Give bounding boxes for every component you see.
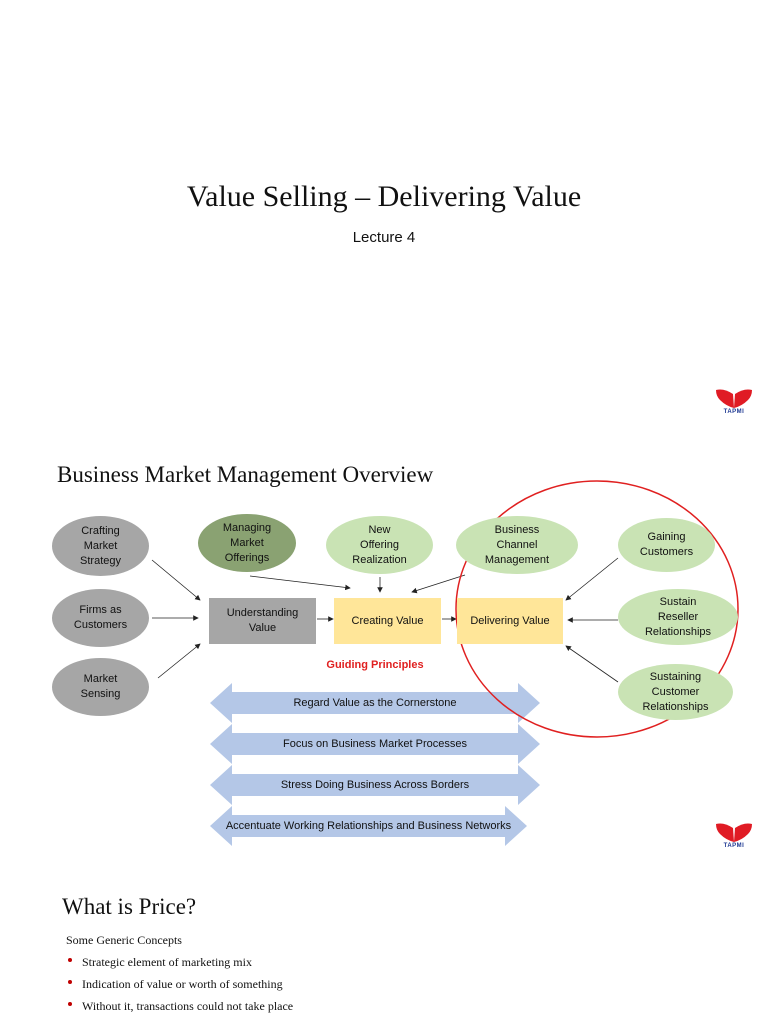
- tapmi-logo: TAPMI: [714, 388, 754, 415]
- principle-arrow-shapes: [210, 683, 540, 846]
- connector-arrows: [151, 557, 619, 683]
- diagram-connectors: [151, 480, 739, 846]
- principle-label-4: Accentuate Working Relationships and Bus…: [225, 820, 512, 832]
- slide-title: What is Price?: [62, 894, 197, 919]
- box-delivering-value: Delivering Value: [457, 598, 563, 644]
- bullet-text: Strategic element of marketing mix: [82, 955, 252, 969]
- tapmi-logo-icon: [716, 823, 752, 842]
- bullet-text: Indication of value or worth of somethin…: [82, 977, 283, 991]
- node-firms-as-customers: Firms as Customers: [52, 589, 149, 647]
- box-creating-value: Creating Value: [334, 598, 441, 644]
- node-new-offering-realization: New Offering Realization: [326, 516, 433, 574]
- node-sustaining-customer-relationships: Sustaining Customer Relationships: [618, 664, 733, 720]
- principle-arrow-3: [210, 765, 540, 805]
- principle-label-3: Stress Doing Business Across Borders: [280, 779, 470, 791]
- logo-text: TAPMI: [723, 409, 745, 415]
- slide-title: Business Market Management Overview: [57, 462, 434, 487]
- node-business-channel-management: Business Channel Management: [456, 516, 578, 574]
- list-item: Without it, transactions could not take …: [68, 999, 293, 1021]
- node-gaining-customers: Gaining Customers: [618, 518, 715, 572]
- principle-label-1: Regard Value as the Cornerstone: [293, 697, 457, 709]
- concepts-heading: Some Generic Concepts: [66, 933, 182, 947]
- node-managing-market-offerings: Managing Market Offerings: [198, 514, 296, 572]
- principle-arrow-2: [210, 724, 540, 764]
- node-sustain-reseller-relationships: Sustain Reseller Relationships: [618, 589, 738, 645]
- bullet-list: Strategic element of marketing mix Indic…: [68, 955, 293, 1021]
- node-crafting-market-strategy: Crafting Market Strategy: [52, 516, 149, 576]
- list-item: Strategic element of marketing mix: [68, 955, 293, 977]
- guiding-principles-title: Guiding Principles: [326, 659, 424, 671]
- principle-arrow-1: [210, 683, 540, 723]
- bullet-icon: [68, 980, 72, 984]
- node-market-sensing: Market Sensing: [52, 658, 149, 716]
- bullet-icon: [68, 958, 72, 962]
- box-understanding-value: Understanding Value: [209, 598, 316, 644]
- overview-slide: Business Market Management Overview: [0, 432, 768, 864]
- bullet-text: Without it, transactions could not take …: [82, 999, 294, 1013]
- principle-label-2: Focus on Business Market Processes: [282, 738, 468, 750]
- slide-subtitle: Lecture 4: [352, 229, 416, 246]
- principle-arrow-4: [210, 806, 527, 846]
- title-slide: Value Selling – Delivering Value Lecture…: [0, 0, 768, 432]
- list-item: Indication of value or worth of somethin…: [68, 977, 293, 999]
- bullet-icon: [68, 1002, 72, 1006]
- tapmi-logo-icon: [716, 389, 752, 408]
- logo-text: TAPMI: [723, 843, 745, 849]
- highlight-circle: [455, 480, 739, 738]
- tapmi-logo: TAPMI: [714, 822, 754, 849]
- price-slide: What is Price? Some Generic Concepts Str…: [0, 864, 768, 1024]
- slide-title: Value Selling – Delivering Value: [186, 180, 582, 213]
